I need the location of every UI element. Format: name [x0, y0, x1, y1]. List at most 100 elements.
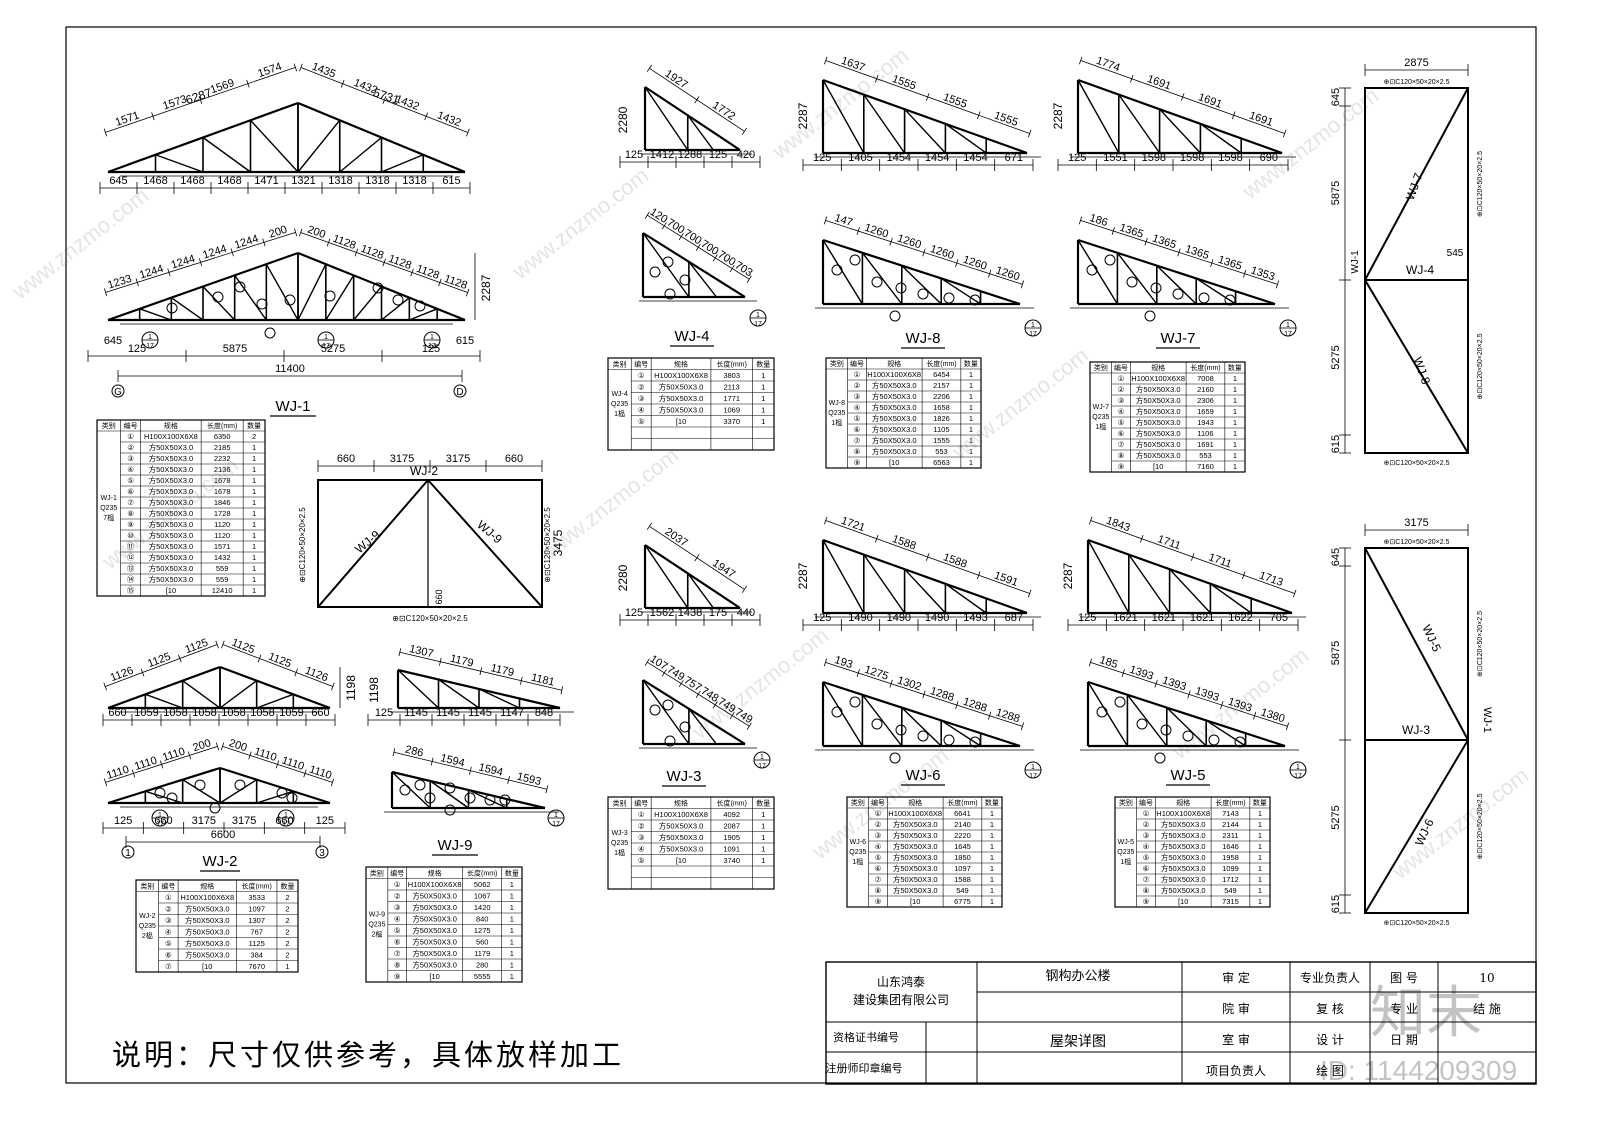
wj1-bottom-dims-text: 1318 [365, 175, 389, 187]
wj6-member-tag [943, 734, 955, 746]
wj1-bottom-dims-text: 1321 [291, 175, 315, 187]
wj3-det-dims-tick [712, 701, 718, 709]
wj8-det-dims-text: 147 [833, 212, 854, 229]
wj7-det-dims-tick [1275, 280, 1280, 289]
wj1-det-seg-left-tick [135, 278, 139, 287]
wj2-det-seg-left-tick [215, 742, 220, 751]
wj9-top-diagonal [478, 688, 520, 709]
wj1-det-seg-right-tick [438, 278, 442, 287]
wj2-table-group: WJ-2 [139, 913, 155, 920]
wj9-top-diagonal [438, 678, 480, 709]
wj1-table-cell: [10 [166, 586, 176, 595]
wj2-member-tag [234, 779, 246, 791]
wj7-table-cell: 1 [1233, 418, 1237, 427]
wj5-member-tag [1234, 736, 1246, 748]
wj5-table-cell: 1 [1258, 809, 1262, 818]
wj5-table-header: 长度(mm) [1215, 798, 1245, 807]
wj7-top-dims-tick [1231, 111, 1236, 120]
wj1-det-seg-left-tick [262, 238, 266, 247]
wj9-member-tag [484, 794, 496, 806]
wj9-det-dims-tick [430, 757, 434, 766]
wj7-member-tag [1086, 264, 1098, 276]
wj2-section-num: 17 [282, 821, 290, 828]
wj9-top-dims-text: 1179 [489, 662, 515, 679]
wj1-table-cell: 2 [252, 432, 256, 441]
wj9-height: 1198 [367, 677, 381, 703]
wj7-table-cell: 553 [1199, 451, 1212, 460]
wj4-member-tag [664, 288, 676, 300]
wj5-det-dims-tick [1154, 679, 1158, 688]
wj3-table-cell: ③ [638, 833, 645, 842]
wj2-det-seg-right-text: 200 [227, 737, 248, 754]
plan-bottom-purlin: ⊕⊡C120×50×20×2.5 [1383, 920, 1449, 927]
wj9-table-header: 数量 [505, 869, 519, 878]
wj2-top-top-chord [107, 665, 221, 710]
wj1-det-seg-left-text: 1233 [106, 273, 133, 292]
wj7-det-dims-text: 1365 [1151, 232, 1178, 251]
wj7-bottom-dims-text: 1551 [1103, 152, 1127, 164]
wj1-table-cell: 1571 [214, 542, 231, 551]
wj7-top-dims-text: 1691 [1196, 91, 1223, 111]
wj4-table-cell: ⑤ [638, 417, 645, 426]
wj6-table-group: 1榀 [852, 857, 863, 866]
wj7-table-cell: 1 [1233, 396, 1237, 405]
wj1-table-cell: ③ [127, 454, 134, 463]
wj5-top-diagonal [1128, 554, 1171, 614]
wj6-table-cell: 6641 [954, 809, 971, 818]
wj6-det-diagonal [901, 707, 942, 747]
wj5-height: 2287 [1061, 562, 1075, 589]
wj8-det-dims-tick [889, 237, 893, 246]
wj4-det-diagonal [642, 232, 690, 298]
wj7-top-dims-text: 1691 [1247, 109, 1274, 129]
wj2-table-cell: ④ [165, 928, 172, 937]
watermark-id: ID: 1144209309 [1320, 1055, 1517, 1086]
wj9-table-cell: [10 [429, 972, 439, 981]
wj2-top-diagonal [182, 680, 221, 709]
wj1-table-cell: ⑩ [127, 531, 134, 540]
wj6-bottom-dims-text: 1493 [963, 612, 987, 624]
wj8-det-diagonal [940, 277, 981, 305]
wj7-table-cell: ⑦ [1118, 440, 1125, 449]
wj9-table-cell: ① [394, 880, 401, 889]
wj9-table-cell: 1 [510, 926, 514, 935]
wj4-det-dims-tick [678, 232, 684, 241]
wj6-det-diagonal [861, 694, 903, 747]
wj1-table-cell: 方50X50X3.0 [149, 453, 194, 463]
plan-top-diagonal [1364, 87, 1469, 281]
wj2-seg-left-tick [103, 682, 107, 691]
wj8-table-header: 规格 [887, 359, 901, 368]
wj5-table-cell: 1 [1258, 897, 1262, 906]
wj5-top-diagonal [1169, 568, 1211, 614]
wj8-det-dims-tick [1020, 280, 1025, 289]
wj7-table-cell: 2306 [1197, 396, 1214, 405]
wj7-table-header: 长度(mm) [1190, 363, 1220, 372]
wj6-det-dims-text: 1302 [896, 674, 923, 693]
wj8-table-cell: 方50X50X3.0 [872, 446, 917, 456]
wj1-det-seg-left-tick [199, 258, 203, 267]
wj1-axis-bubble [453, 384, 467, 398]
wj2-seg-right-tick [257, 654, 262, 663]
wj1-table-group: WJ-1 [101, 495, 117, 502]
wj4-table-cell: 1771 [723, 394, 740, 403]
wj1-det-seg-left-text: 200 [268, 224, 289, 241]
wj4-top-diagonal [687, 114, 714, 151]
wj4-height: 2280 [616, 106, 630, 133]
wj8-table-cell: 1 [969, 425, 973, 434]
wj5-table-cell: 2311 [1222, 831, 1238, 840]
wj7-bottom-dims-text: 1598 [1142, 152, 1166, 164]
wj1-det-seg-right-text: 1128 [415, 263, 441, 282]
wj8-bottom-dims-text: 1454 [887, 152, 911, 164]
plan-bottom-side-dim: 645 [1330, 548, 1342, 566]
wj6-top-diagonal [904, 568, 946, 614]
wj1-table-cell: 12410 [212, 586, 233, 595]
wj1-table-cell: 1 [252, 454, 256, 463]
wj7-top-diagonal [1159, 108, 1201, 154]
wj1-det-seg-right-tick [382, 258, 386, 267]
wj4-table-group: WJ-4 [611, 391, 627, 398]
wj2-table-cell: ⑦ [165, 962, 172, 971]
wj1-seg-left-tick [151, 112, 155, 121]
wj7-table-cell: 1 [1233, 385, 1237, 394]
wj6-table-cell: 方50X50X3.0 [893, 819, 938, 829]
